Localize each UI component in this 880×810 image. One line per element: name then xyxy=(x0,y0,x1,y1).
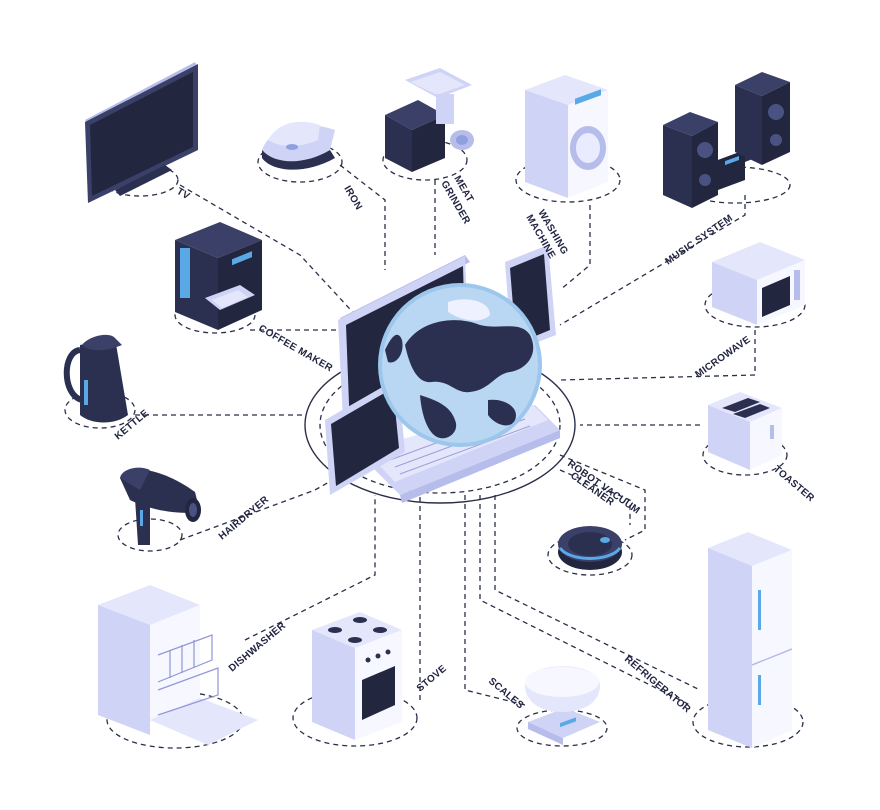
kettle-icon xyxy=(63,334,128,423)
robot-vacuum-link-2 xyxy=(559,469,631,525)
microwave-link xyxy=(559,330,756,381)
tv-link xyxy=(179,184,361,321)
meat-grinder-ring xyxy=(382,139,468,181)
stove-node: STOVE xyxy=(292,612,449,747)
toaster-icon xyxy=(708,392,782,470)
scales-icon xyxy=(525,666,600,745)
music-system-icon xyxy=(663,72,790,208)
washing-machine-icon xyxy=(525,75,608,198)
dishwasher-node: DISHWASHER xyxy=(98,585,289,749)
hairdryer-label: HAIRDRYER xyxy=(217,494,272,542)
refrigerator-link xyxy=(479,495,691,706)
refrigerator-link-2 xyxy=(494,495,701,691)
kettle-node: KETTLE xyxy=(63,334,151,442)
hairdryer-icon xyxy=(120,467,201,545)
dishwasher-label: DISHWASHER xyxy=(227,620,289,674)
toaster-label: TOASTER xyxy=(771,464,817,505)
robot-vacuum-label-1: ROBOT VACUUM xyxy=(565,458,641,516)
iron-icon xyxy=(262,121,335,170)
tablet-icon xyxy=(325,378,405,495)
meat-grinder-node: MEAT GRINDER xyxy=(382,68,475,227)
iron-link xyxy=(339,164,386,270)
coffee-maker-label: COFFEE MAKER xyxy=(257,323,335,375)
dishwasher-link xyxy=(244,495,376,641)
microwave-label: MICROWAVE xyxy=(693,334,752,380)
robot-vacuum-icon xyxy=(558,526,622,570)
tv-icon xyxy=(85,62,198,203)
microwave-icon xyxy=(712,242,805,325)
iron-label: IRON xyxy=(341,184,364,212)
smart-home-hub xyxy=(304,245,576,504)
refrigerator-node: REFRIGERATOR xyxy=(622,532,804,748)
toaster-node: TOASTER xyxy=(702,392,817,505)
robot-vacuum-node: ROBOT VACUUM CLEANER xyxy=(547,458,642,576)
coffee-maker-ring xyxy=(174,296,256,334)
meat-grinder-icon xyxy=(385,68,474,172)
refrigerator-label: REFRIGERATOR xyxy=(622,654,693,716)
iron-node: IRON xyxy=(257,121,364,212)
microwave-node: MICROWAVE xyxy=(693,242,806,380)
toaster-ring xyxy=(702,434,788,476)
refrigerator-icon xyxy=(708,532,793,748)
washing-machine-node: WASHING MACHINE xyxy=(515,75,621,261)
coffee-maker-icon xyxy=(175,222,262,330)
hairdryer-link xyxy=(179,469,351,541)
music-system-node: MUSIC SYSTEM xyxy=(663,72,791,267)
globe-icon xyxy=(378,283,542,447)
tv-node: TV xyxy=(85,62,198,203)
tv-ring xyxy=(101,163,179,197)
washing-machine-link xyxy=(559,205,591,291)
refrigerator-ring xyxy=(692,696,804,748)
robot-vacuum-link xyxy=(559,454,646,541)
scales-node: SCALES xyxy=(486,666,608,747)
dishwasher-icon xyxy=(98,585,258,745)
scales-link xyxy=(464,495,526,706)
scales-label: SCALES xyxy=(486,676,526,712)
robot-vacuum-ring xyxy=(547,534,633,576)
coffee-maker-node: COFFEE MAKER xyxy=(174,222,335,375)
connector-lines xyxy=(135,164,756,706)
hairdryer-node: HAIRDRYER xyxy=(117,467,272,552)
iron-ring xyxy=(257,141,343,183)
hairdryer-ring xyxy=(117,518,183,552)
tv-label: TV xyxy=(175,186,192,202)
stove-icon xyxy=(312,612,402,740)
music-system-link xyxy=(559,195,746,326)
